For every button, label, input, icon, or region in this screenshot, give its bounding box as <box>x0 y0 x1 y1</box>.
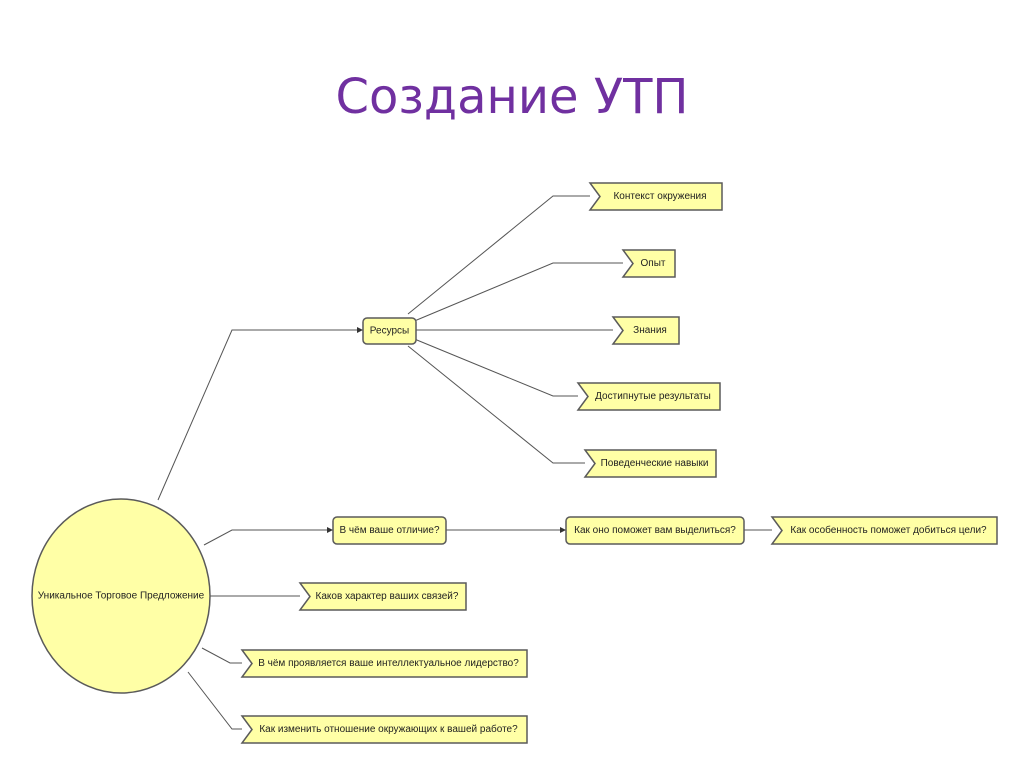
connector-root-leadership <box>201 647 242 664</box>
node-goal-box <box>770 516 998 545</box>
node-standout-label: Как оно поможет вам выделиться? <box>574 525 736 536</box>
arrowheads <box>327 327 566 533</box>
node-context-box <box>588 182 723 211</box>
connector-root-attitude <box>187 671 242 730</box>
slide-title: Создание УТП <box>335 69 689 125</box>
connector-resources-skills <box>407 345 585 464</box>
arrow-difference <box>327 527 333 533</box>
node-difference-label: В чём ваше отличие? <box>339 525 439 536</box>
node-skills-box <box>583 449 717 478</box>
node-leadership-box <box>240 649 528 678</box>
node-knowledge-label: Знания <box>633 325 667 336</box>
node-attitude-label: Как изменить отношение окружающих к ваше… <box>259 723 518 735</box>
connector-resources-results <box>411 337 578 397</box>
node-resources-box <box>362 317 417 345</box>
node-knowledge-box <box>611 316 680 345</box>
node-attitude-box <box>240 715 528 744</box>
node-context-label: Контекст окружения <box>613 191 706 202</box>
node-skills-label: Поведенческие навыки <box>601 458 709 469</box>
node-standout-box <box>565 516 745 545</box>
node-connections-label: Каков характер ваших связей? <box>316 591 459 602</box>
arrow-standout <box>560 527 566 533</box>
node-goal-label: Как особенность поможет добиться цели? <box>790 524 987 536</box>
arrow-resources <box>357 327 363 333</box>
node-difference-box <box>332 516 447 545</box>
node-experience-label: Опыт <box>641 258 666 269</box>
root-node-label: Уникальное Торговое Предложение <box>38 591 205 602</box>
node-experience-box <box>621 249 676 278</box>
connector-resources-context <box>407 195 590 315</box>
root-node <box>31 498 211 694</box>
node-resources-label: Ресурсы <box>370 326 409 337</box>
node-connections-box <box>298 582 467 611</box>
connector-resources-experience <box>411 262 623 323</box>
node-leadership-label: В чём проявляется ваше интеллектуальное … <box>258 658 519 669</box>
node-results-label: Достипнутые результаты <box>595 391 711 402</box>
connector-root-resources <box>157 329 363 501</box>
connector-lines <box>157 195 772 730</box>
connector-root-difference <box>203 529 333 546</box>
node-results-box <box>576 382 721 411</box>
